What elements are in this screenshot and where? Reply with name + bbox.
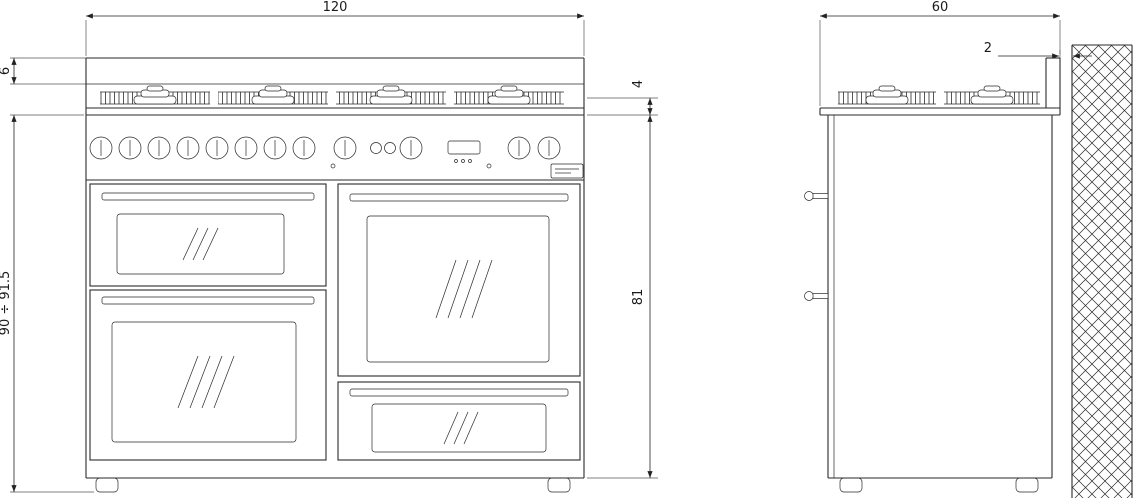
control-knob <box>263 136 287 160</box>
door-handle <box>349 193 569 202</box>
door-window <box>366 215 550 363</box>
glass-reflection <box>443 411 479 445</box>
dim-label-width: 120 <box>323 0 348 15</box>
dim-label-hob-edge-height: 4 <box>631 80 646 88</box>
dim-width: 120 <box>85 0 585 56</box>
control-knob <box>537 136 561 160</box>
burner-icon <box>970 85 1014 105</box>
control-knob <box>89 136 113 160</box>
handle-end <box>804 291 829 301</box>
control-knob <box>176 136 200 160</box>
front-body-outline <box>85 57 585 479</box>
control-knob <box>205 136 229 160</box>
side-grates <box>838 85 1040 105</box>
dim-upstand-height: 6 <box>0 57 86 85</box>
glass-reflection <box>182 227 219 261</box>
door-window <box>116 213 285 275</box>
control-knob <box>292 136 316 160</box>
dim-label-depth: 60 <box>932 0 949 15</box>
burner-icon <box>251 85 295 105</box>
control-knob <box>333 136 357 160</box>
burner-icon <box>133 85 177 105</box>
side-handles <box>804 191 829 301</box>
side-upstand <box>1045 57 1061 108</box>
side-body-outline <box>827 115 1053 479</box>
dim-label-upstand-height: 6 <box>0 67 13 75</box>
control-knob <box>399 136 423 160</box>
dim-overall-height: 90 ÷ 91.5 <box>0 114 94 493</box>
ignition-button <box>384 142 396 154</box>
glass-reflection <box>177 355 235 409</box>
door-handle <box>101 296 315 305</box>
dim-depth: 60 <box>819 0 1061 106</box>
ignition-button <box>370 142 382 154</box>
control-panel <box>89 136 584 179</box>
burner-icon <box>865 85 909 105</box>
storage-drawer <box>337 381 581 461</box>
door-window <box>111 321 297 443</box>
indicator-light <box>330 163 336 169</box>
dim-label-body-height: 81 <box>631 289 646 306</box>
front-feet <box>95 477 571 493</box>
side-view <box>804 57 1061 493</box>
control-knob <box>147 136 171 160</box>
oven-doors <box>89 183 581 461</box>
clock-display <box>447 140 481 163</box>
dim-hob-edge-height: 4 <box>587 80 658 116</box>
dim-body-height: 81 <box>587 115 658 479</box>
cooktop-grates <box>100 85 564 105</box>
drawer-handle <box>349 388 569 397</box>
control-knob <box>507 136 531 160</box>
dim-label-overall-height: 90 ÷ 91.5 <box>0 271 13 336</box>
foot <box>1015 477 1039 493</box>
front-view <box>85 57 585 493</box>
glass-reflection <box>435 259 493 319</box>
brand-logo <box>550 163 584 179</box>
wall-section <box>1071 44 1133 498</box>
oven-door-top-left <box>89 183 327 287</box>
foot <box>95 477 119 493</box>
drawer-window <box>371 403 547 453</box>
burner-icon <box>487 85 531 105</box>
foot <box>839 477 863 493</box>
control-knob <box>118 136 142 160</box>
oven-door-bottom-left <box>89 289 327 461</box>
indicator-light <box>486 163 492 169</box>
oven-door-main-right <box>337 183 581 377</box>
side-cooktop <box>819 107 1061 116</box>
door-handle <box>101 192 315 201</box>
handle-end <box>804 191 829 201</box>
dim-label-wall-clearance: 2 <box>984 41 992 56</box>
foot <box>547 477 571 493</box>
control-knob <box>234 136 258 160</box>
burner-icon <box>369 85 413 105</box>
side-feet <box>839 477 1039 493</box>
